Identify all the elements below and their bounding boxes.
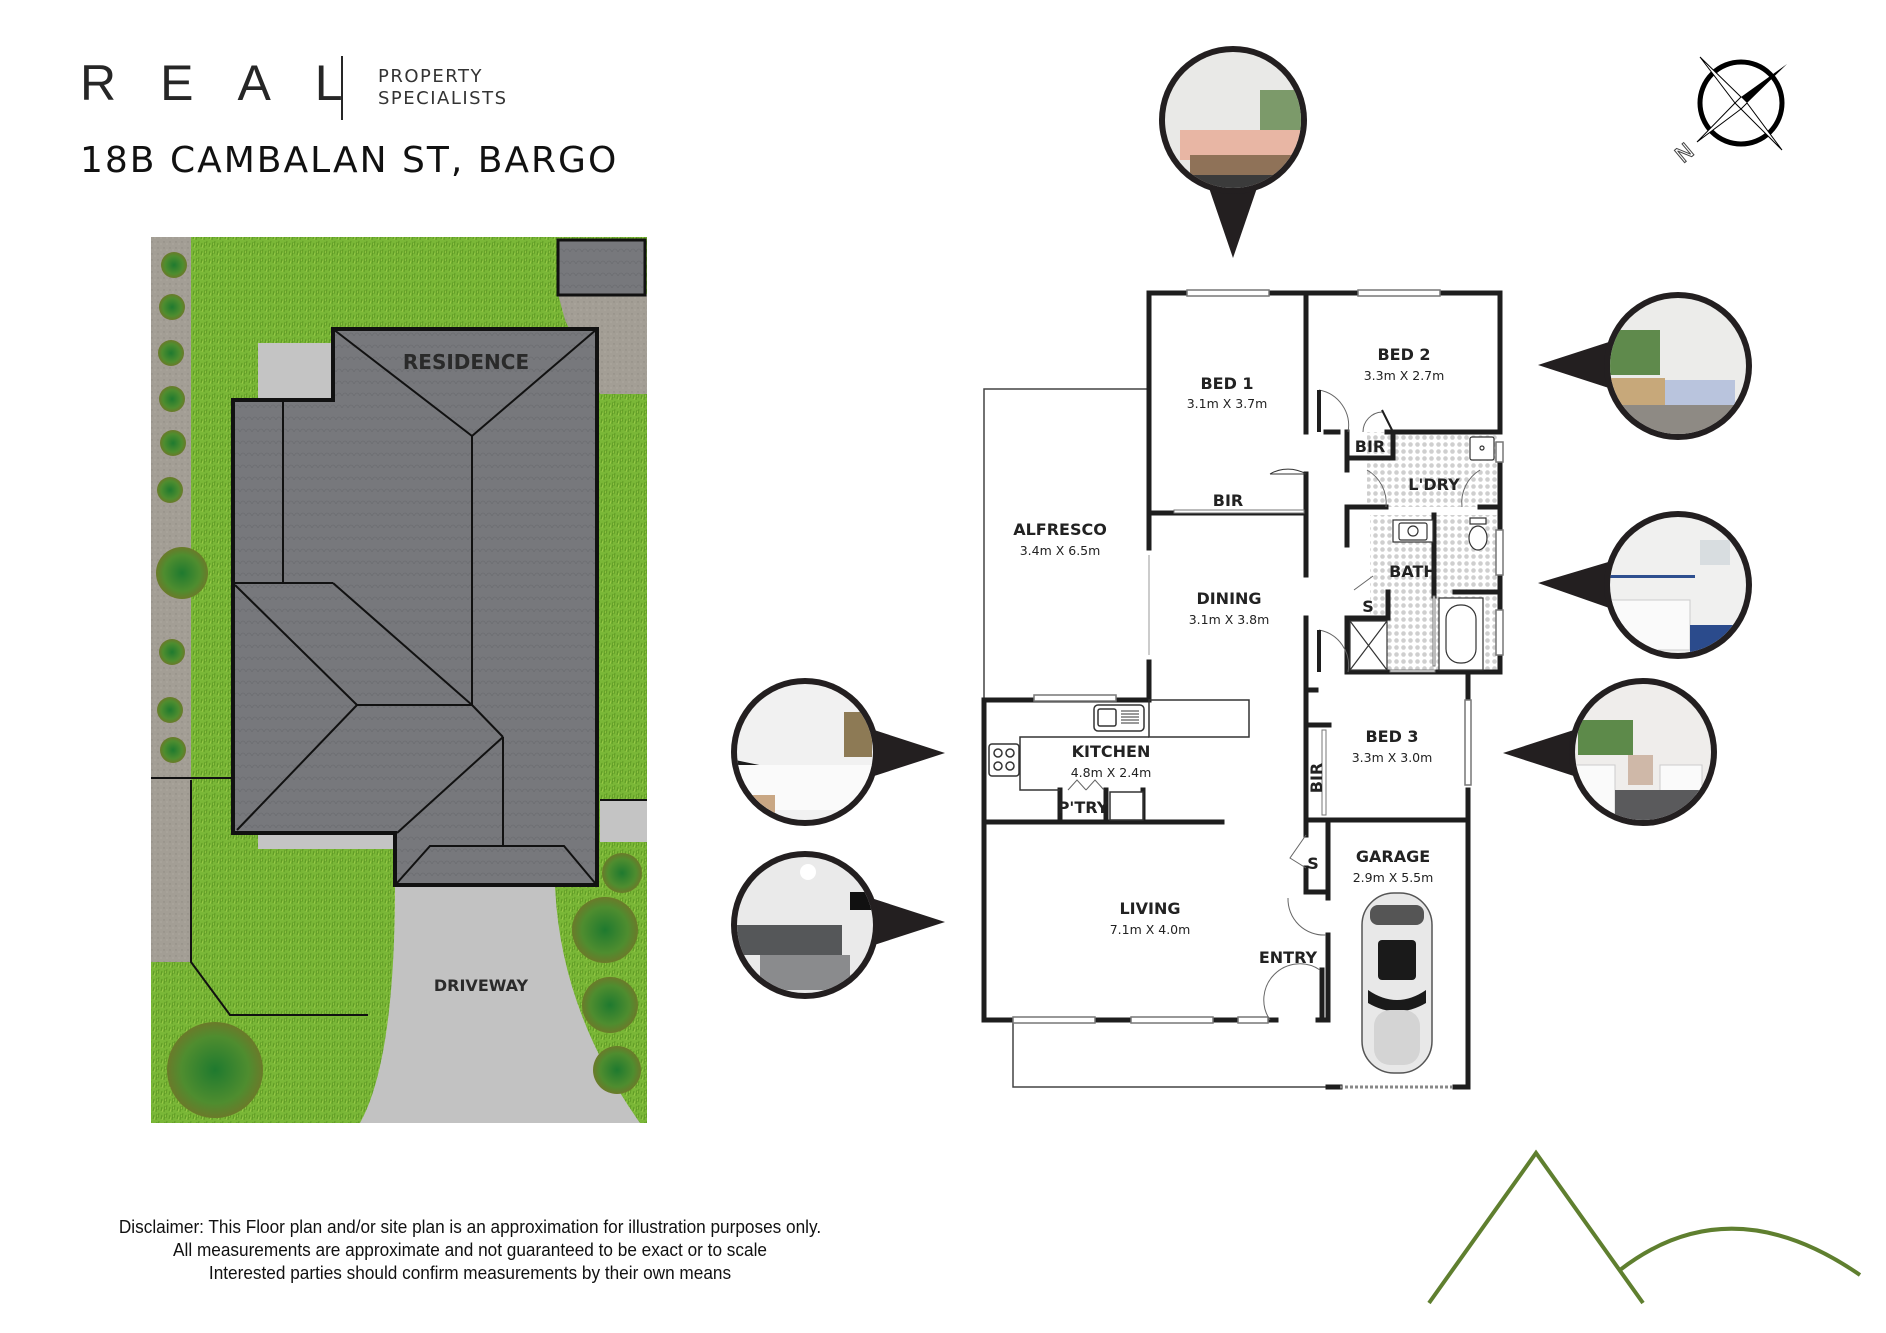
room-labels: BED 1 3.1m X 3.7m BED 2 3.3m X 2.7m BIR … [1013,345,1460,967]
kitchen-label: KITCHEN [1072,742,1151,761]
bathroom-fixtures [1349,436,1495,671]
callout-bed2[interactable] [1538,292,1755,446]
brand-subtitle-line2: SPECIALISTS [378,88,508,109]
windows [1012,289,1504,1024]
brand-subtitle-line1: PROPERTY [378,66,483,87]
residence-label: RESIDENCE [403,350,529,374]
door-swings [1067,389,1481,1021]
entry-label: ENTRY [1259,948,1318,967]
compass-rose-icon: N [1670,56,1787,169]
callout-bath[interactable] [1538,511,1755,665]
bir3-label: BIR [1307,763,1326,793]
living-dims: 7.1m X 4.0m [1110,922,1191,937]
floor-plan: BED 1 3.1m X 3.7m BED 2 3.3m X 2.7m BIR … [981,289,1504,1090]
store1-label: S [1362,597,1374,616]
bed1-dims: 3.1m X 3.7m [1187,396,1268,411]
bed2-label: BED 2 [1377,345,1430,364]
alfresco-label: ALFRESCO [1013,520,1107,539]
shrubs [156,252,642,1118]
kitchen-dims: 4.8m X 2.4m [1071,765,1152,780]
site-plan: RESIDENCE DRIVEWAY [151,237,647,1123]
garage-dims: 2.9m X 5.5m [1353,870,1434,885]
callout-bed3[interactable] [1503,678,1720,832]
residence-roof [231,327,599,887]
kitchen-fixtures [988,699,1250,821]
callout-bed1[interactable] [1159,46,1310,258]
brand-subtitle: PROPERTY SPECIALISTS [378,66,508,110]
dining-dims: 3.1m X 3.8m [1189,612,1270,627]
north-label: N [1671,139,1700,169]
disclaimer-line3: Interested parties should confirm measur… [208,1262,732,1283]
mountain-logo-icon [1427,1149,1862,1305]
garage-label: GARAGE [1356,847,1430,866]
shed-roof [556,238,647,297]
bed3-dims: 3.3m X 3.0m [1352,750,1433,765]
driveway [360,885,640,1123]
bir1-label: BIR [1213,491,1243,510]
bed1-label: BED 1 [1200,374,1253,393]
dining-label: DINING [1196,589,1261,608]
car-icon [1361,892,1433,1074]
living-label: LIVING [1119,899,1180,918]
store2-label: S [1307,854,1319,873]
garden-path [151,237,191,784]
driveway-label: DRIVEWAY [434,976,529,995]
disclaimer: Disclaimer: This Floor plan and/or site … [98,1215,842,1284]
callout-living[interactable] [731,851,945,1005]
kitchen-photo [737,684,873,820]
brand-logo-text: REAL [80,55,387,111]
pantry-label: P'TRY [1058,798,1109,817]
laundry-label: L'DRY [1408,475,1460,494]
disclaimer-line1: Disclaimer: This Floor plan and/or site … [118,1216,822,1237]
photo-callouts [731,46,1755,1005]
nursery-photo [1575,684,1711,820]
disclaimer-line2: All measurements are approximate and not… [173,1239,767,1260]
callout-kitchen[interactable] [731,678,945,832]
bed2-dims: 3.3m X 2.7m [1364,368,1445,383]
living-room-photo [737,857,873,993]
property-address: 18B CAMBALAN ST, BARGO [80,140,619,181]
bir2-label: BIR [1355,437,1385,456]
alfresco-dims: 3.4m X 6.5m [1020,543,1101,558]
bath-label: BATH [1389,562,1437,581]
brand-divider [341,56,343,120]
bed3-label: BED 3 [1365,727,1418,746]
